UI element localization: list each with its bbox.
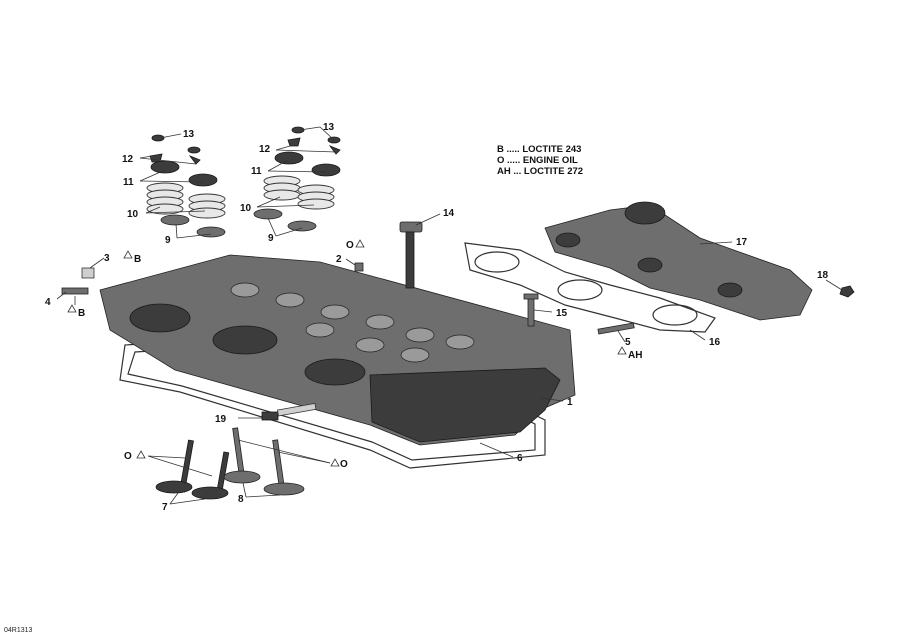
callout-9-right: 9	[268, 233, 274, 244]
stud-bolt	[527, 295, 535, 327]
symbol-8: O	[340, 459, 348, 470]
callout-12-right: 12	[259, 144, 271, 155]
symbol-4: B	[78, 308, 85, 319]
legend-loctite-243: B ..... LOCTITE 243	[497, 144, 581, 155]
reference-code: 04R1313	[4, 627, 33, 634]
valve-train-left	[146, 134, 226, 238]
callout-18: 18	[817, 270, 829, 281]
callout-7: 7	[162, 502, 168, 513]
head-bolt	[399, 221, 423, 289]
intake-valves	[155, 439, 230, 500]
symbol-14: O	[346, 240, 354, 251]
callout-9-left: 9	[165, 235, 171, 246]
callout-6: 6	[517, 453, 523, 464]
callout-5: 5	[625, 337, 631, 348]
screw	[61, 287, 89, 295]
callout-11-left: 11	[123, 177, 134, 188]
symbol-3: B	[134, 254, 141, 265]
material-symbols: B B AH O O O	[67, 239, 642, 470]
callout-4: 4	[45, 297, 51, 308]
plug	[354, 262, 364, 272]
legend-engine-oil: O ..... ENGINE OIL	[497, 155, 578, 166]
callout-1: 1	[567, 397, 573, 408]
callout-10-left: 10	[127, 209, 139, 220]
exhaust-valves	[223, 427, 305, 496]
callout-8: 8	[238, 494, 244, 505]
callout-3: 3	[104, 253, 110, 264]
symbol-7: O	[124, 451, 132, 462]
legend-loctite-272: AH ... LOCTITE 272	[497, 166, 583, 177]
callout-13-left: 13	[183, 129, 195, 140]
callout-14: 14	[443, 208, 455, 219]
cylinder-head	[99, 254, 576, 446]
material-legend: B ..... LOCTITE 243 O ..... ENGINE OIL A…	[497, 144, 583, 177]
callout-15: 15	[556, 308, 568, 319]
exhaust-gasket	[464, 242, 716, 333]
callout-16: 16	[709, 337, 721, 348]
callout-11-right: 11	[251, 166, 262, 177]
callout-10-right: 10	[240, 203, 252, 214]
callout-labels: 13 12 11 10 9 13 12 11 10 9 14 2 3 4 15 …	[45, 122, 829, 513]
callout-12-left: 12	[122, 154, 134, 165]
leader-lines	[56, 126, 843, 505]
exhaust-manifold	[544, 201, 813, 321]
callout-19: 19	[215, 414, 227, 425]
callout-13-right: 13	[323, 122, 335, 133]
nut	[839, 285, 855, 298]
valve-train-right	[253, 126, 341, 232]
symbol-5: AH	[628, 350, 642, 361]
callout-2: 2	[336, 254, 342, 265]
callout-17: 17	[736, 237, 748, 248]
temperature-sensor	[261, 402, 317, 421]
plug-b	[81, 267, 95, 279]
stud	[597, 322, 635, 335]
